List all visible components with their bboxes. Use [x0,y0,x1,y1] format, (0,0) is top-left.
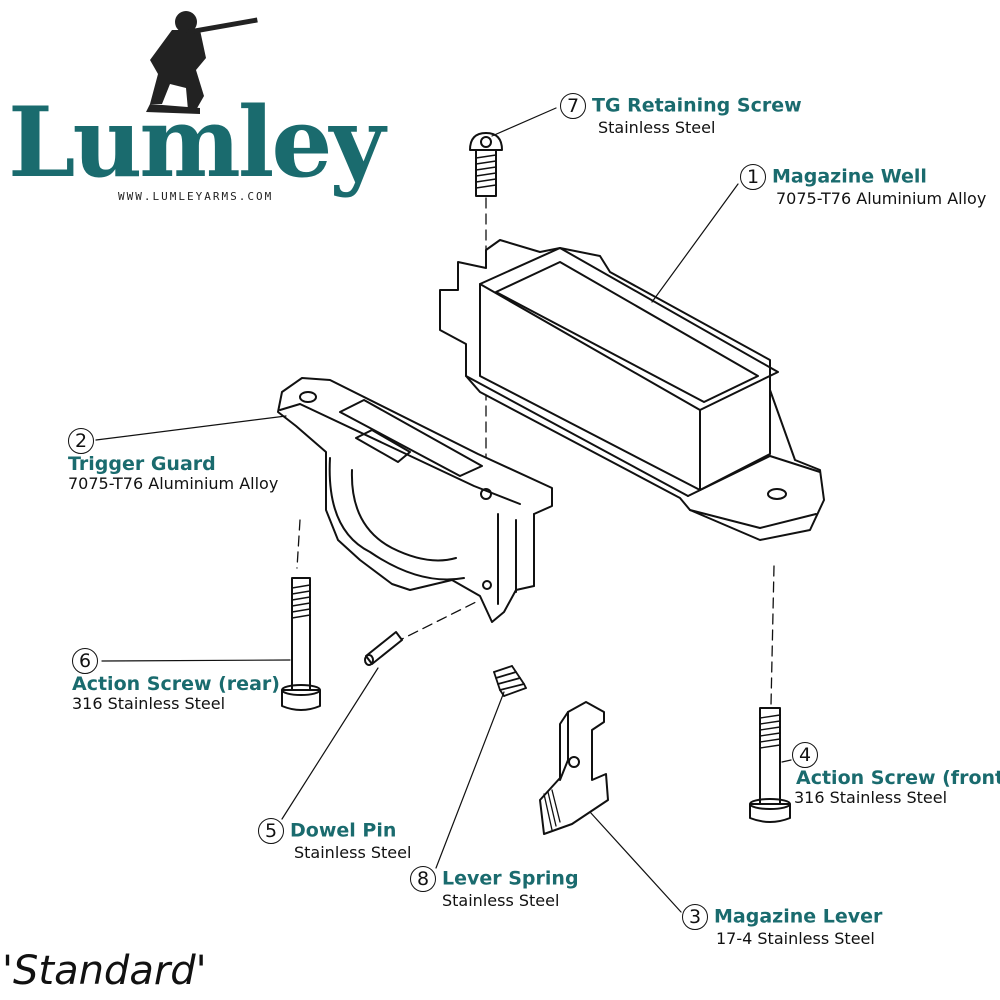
part-label-1: 1 Magazine Well 7075-T76 Aluminium Alloy [740,164,986,208]
tg-retaining-screw-drawing [469,132,503,197]
part-label-6: 6 Action Screw (rear) 316 Stainless Stee… [72,648,280,713]
part-material: 316 Stainless Steel [794,788,948,808]
part-name: Lever Spring [442,867,579,890]
part-material: 7075-T76 Aluminium Alloy [776,189,987,208]
part-label-5: 5 Dowel Pin Stainless Steel [258,818,411,862]
part-material: Stainless Steel [442,891,560,910]
part-number-badge: 5 [258,818,284,844]
part-label-7: 7 TG Retaining Screw Stainless Steel [560,93,802,137]
part-name: Trigger Guard [68,453,216,475]
part-name: Dowel Pin [290,819,397,842]
part-material: Stainless Steel [598,118,716,137]
lever-spring-drawing [493,665,527,697]
part-label-2: 2 Trigger Guard 7075-T76 Aluminium Alloy [68,428,278,493]
part-number-badge: 4 [792,742,818,768]
part-name: Magazine Well [772,165,927,188]
soldier-silhouette [146,11,258,114]
dowel-pin-drawing [364,631,403,666]
part-material: Stainless Steel [294,843,412,862]
logo-url: WWW.LUMLEYARMS.COM [118,190,274,203]
magazine-well-drawing [439,239,825,541]
action-screw-rear-drawing [281,577,321,711]
part-number-badge: 3 [682,904,708,930]
part-name: Magazine Lever [714,905,883,928]
part-material: 17-4 Stainless Steel [716,929,875,948]
part-number-badge: 1 [740,164,766,190]
part-number-badge: 7 [560,93,586,119]
part-material: 7075-T76 Aluminium Alloy [68,474,279,494]
part-label-8: 8 Lever Spring Stainless Steel [410,866,579,910]
action-screw-front-drawing [749,707,791,823]
part-number-badge: 8 [410,866,436,892]
part-number-badge: 6 [72,648,98,674]
magazine-lever-drawing [539,701,609,835]
part-label-4: 4 Action Screw (front) 316 Stainless Ste… [792,742,1000,807]
part-name: TG Retaining Screw [592,94,802,117]
part-label-3: 3 Magazine Lever 17-4 Stainless Steel [682,904,882,948]
trigger-guard-drawing [277,377,553,623]
part-name: Action Screw (front) [796,767,1000,789]
leader-lines [95,107,792,913]
variant-caption: 'Standard' [2,948,207,994]
part-number-badge: 2 [68,428,94,454]
lumley-logo-wordmark: Lumley [8,86,385,199]
part-material: 316 Stainless Steel [72,694,226,714]
part-name: Action Screw (rear) [72,673,280,695]
